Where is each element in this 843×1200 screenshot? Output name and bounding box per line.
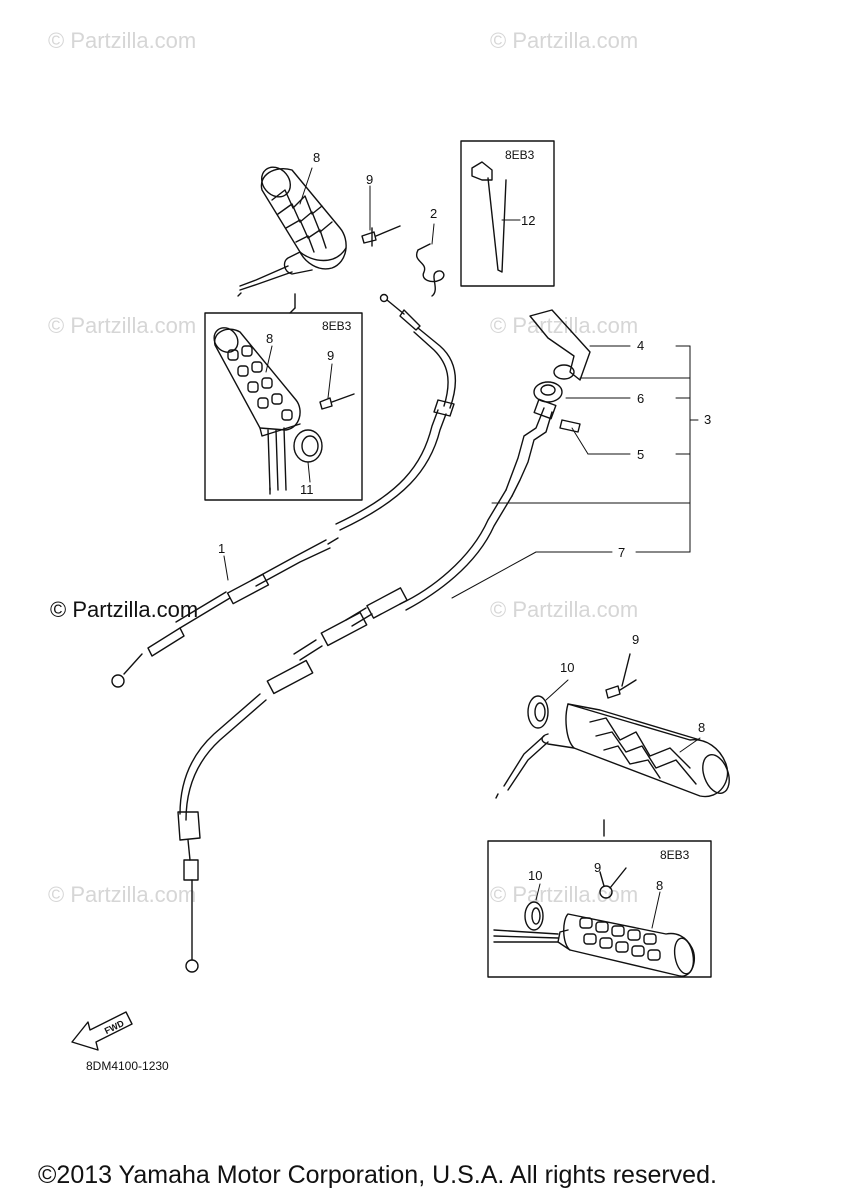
box2-label: 8EB3	[505, 148, 535, 162]
watermark-top-right: © Partzilla.com	[490, 28, 639, 53]
watermark-mid-right: © Partzilla.com	[490, 313, 639, 338]
leader-lines	[223, 167, 699, 599]
box1-collar	[293, 429, 323, 463]
callout-8-box3: 8	[656, 878, 663, 893]
washer-6	[533, 364, 575, 403]
box3-screw	[599, 867, 627, 899]
box1-screw	[319, 393, 355, 410]
clip-2	[416, 243, 445, 297]
box-8eb3-top	[460, 140, 555, 287]
callout-8-box1: 8	[266, 331, 273, 346]
callout-2: 2	[430, 206, 437, 221]
callout-9-box1: 9	[327, 348, 334, 363]
right-grip	[495, 695, 730, 799]
watermark-lower-left: © Partzilla.com	[48, 882, 197, 907]
callout-9-box3: 9	[594, 860, 601, 875]
callout-9-top: 9	[366, 172, 373, 187]
callout-10-box3: 10	[528, 868, 542, 883]
box-8eb3-left	[204, 312, 363, 501]
diagram-id: 8DM4100-1230	[86, 1059, 169, 1073]
box-8eb3-bottom	[487, 840, 712, 978]
box1-label: 8EB3	[322, 319, 352, 333]
top-grip	[237, 166, 347, 297]
box3-grip	[493, 901, 696, 977]
callout-5: 5	[637, 447, 644, 462]
callout-3: 3	[704, 412, 711, 427]
watermark-top-left: © Partzilla.com	[48, 28, 197, 53]
box1-grip	[213, 327, 301, 495]
callout-6: 6	[637, 391, 644, 406]
callout-4: 4	[637, 338, 644, 353]
watermark-center-right: © Partzilla.com	[490, 597, 639, 622]
bracket-4	[529, 309, 591, 381]
callout-9-right: 9	[632, 632, 639, 647]
callout-8-top: 8	[313, 150, 320, 165]
callout-7: 7	[618, 545, 625, 560]
cable-tie-12	[471, 161, 507, 273]
watermark-lower-right: © Partzilla.com	[490, 882, 639, 907]
callout-10-right: 10	[560, 660, 574, 675]
box3-label: 8EB3	[660, 848, 690, 862]
callout-11-box1: 11	[300, 482, 314, 497]
callout-8-right: 8	[698, 720, 705, 735]
fwd-arrow-icon	[71, 1011, 133, 1051]
callout-12: 12	[521, 213, 535, 228]
pin-5	[559, 419, 581, 433]
cable-7	[177, 398, 557, 973]
top-screw	[361, 225, 401, 247]
copyright-notice: ©2013 Yamaha Motor Corporation, U.S.A. A…	[38, 1161, 717, 1189]
watermark-center-left: © Partzilla.com	[50, 597, 199, 622]
right-screw	[605, 653, 637, 699]
cable-1	[111, 293, 457, 688]
callout-labels: 8 9 2 12 8 9 11 4 3 6 5 7 1 10 9 8 10 9 …	[103, 148, 711, 1036]
watermark-mid-left: © Partzilla.com	[48, 313, 197, 338]
callout-1: 1	[218, 541, 225, 556]
